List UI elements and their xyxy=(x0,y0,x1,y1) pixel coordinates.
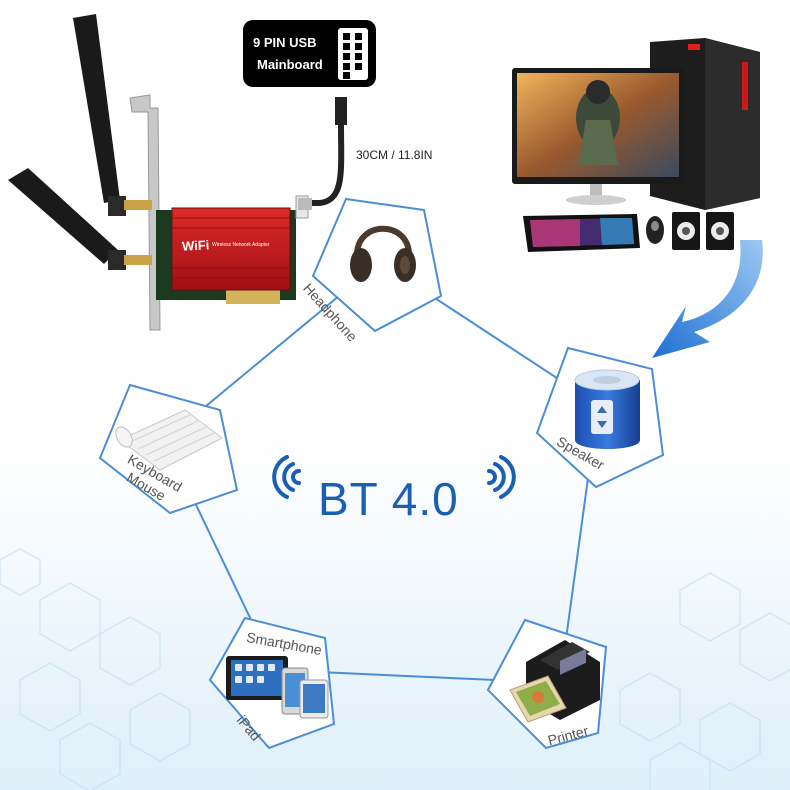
antenna-icon xyxy=(73,14,152,216)
speaker-icon xyxy=(574,369,640,449)
headphone-icon xyxy=(350,225,416,282)
cable-length-label: 30CM / 11.8IN xyxy=(356,148,433,162)
wireless-signal-right-icon xyxy=(487,455,516,499)
usb-pin-header-icon xyxy=(338,28,368,80)
hex-pattern-right xyxy=(619,572,790,790)
curved-arrow-icon xyxy=(652,240,763,358)
hex-pattern-left xyxy=(0,548,191,790)
tablet-icon xyxy=(226,656,288,700)
wireless-signal-left-icon xyxy=(272,455,301,499)
keyboard-icon xyxy=(119,409,223,471)
printer-icon xyxy=(509,640,600,723)
usb-badge-line1: 9 PIN USB xyxy=(253,35,317,50)
keyboard-mouse-node xyxy=(98,383,239,515)
mouse-icon xyxy=(115,426,133,448)
adapter-name: Wireless Network Adapter xyxy=(212,242,270,248)
speaker-node xyxy=(535,346,665,489)
bt-title: BT 4.0 xyxy=(318,473,459,525)
computer-setup-icon xyxy=(512,38,760,252)
usb-header-badge: 9 PIN USB Mainboard xyxy=(243,20,376,87)
usb-badge-line2: Mainboard xyxy=(257,57,323,72)
smartphone-ipad-node xyxy=(208,616,336,750)
printer-node xyxy=(486,618,608,750)
antenna-icon xyxy=(8,168,152,270)
headphone-node xyxy=(311,197,443,333)
smartphone-icon xyxy=(281,667,329,719)
adapter-brand: WiFi xyxy=(181,237,210,254)
usb-cable xyxy=(298,97,347,210)
